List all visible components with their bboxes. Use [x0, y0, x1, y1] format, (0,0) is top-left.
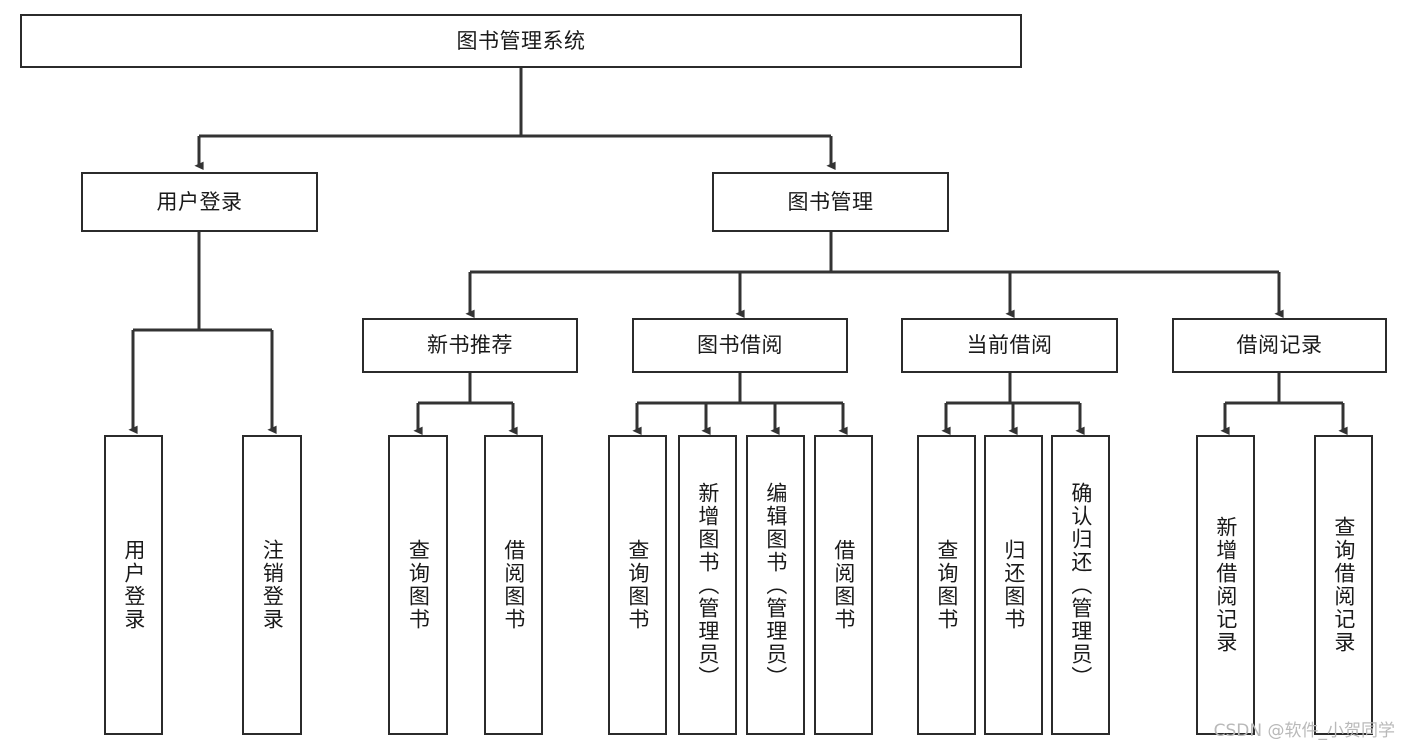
node-leaf-query-book-2[interactable]: 查询图书 [608, 435, 667, 735]
node-label: 图书管理 [787, 189, 874, 214]
node-label: 图书管理系统 [456, 28, 586, 53]
watermark-text: CSDN @软件_小贺同学 [1213, 721, 1395, 741]
node-label: 用户登录 [121, 539, 146, 631]
node-label: 图书借阅 [697, 333, 783, 358]
node-label: 注销登录 [260, 539, 285, 631]
node-label: 归还图书 [1001, 539, 1026, 631]
node-label: 新增图书（管理员） [695, 481, 720, 689]
node-leaf-borrow-book-2[interactable]: 借阅图书 [814, 435, 873, 735]
node-leaf-return-book[interactable]: 归还图书 [984, 435, 1043, 735]
node-label: 借阅图书 [831, 539, 856, 631]
node-leaf-logout[interactable]: 注销登录 [242, 435, 302, 735]
node-label: 借阅记录 [1236, 333, 1323, 358]
node-leaf-add-book-admin[interactable]: 新增图书（管理员） [678, 435, 737, 735]
node-user-login[interactable]: 用户登录 [81, 172, 318, 232]
node-leaf-add-record[interactable]: 新增借阅记录 [1196, 435, 1255, 735]
node-current-borrow[interactable]: 当前借阅 [901, 318, 1118, 373]
node-label: 查询图书 [406, 539, 431, 631]
node-leaf-edit-book-admin[interactable]: 编辑图书（管理员） [746, 435, 805, 735]
node-new-book-recommend[interactable]: 新书推荐 [362, 318, 578, 373]
node-book-borrow[interactable]: 图书借阅 [632, 318, 848, 373]
node-leaf-borrow-book-1[interactable]: 借阅图书 [484, 435, 543, 735]
node-leaf-query-record[interactable]: 查询借阅记录 [1314, 435, 1373, 735]
node-label: 查询图书 [934, 539, 959, 631]
node-leaf-query-book-1[interactable]: 查询图书 [388, 435, 448, 735]
node-label: 确认归还（管理员） [1068, 481, 1093, 689]
node-root-system[interactable]: 图书管理系统 [20, 14, 1022, 68]
node-label: 新书推荐 [427, 333, 513, 358]
node-label: 用户登录 [156, 189, 243, 214]
node-label: 借阅图书 [501, 539, 526, 631]
node-borrow-record[interactable]: 借阅记录 [1172, 318, 1387, 373]
node-book-manage[interactable]: 图书管理 [712, 172, 949, 232]
node-leaf-confirm-return-admin[interactable]: 确认归还（管理员） [1051, 435, 1110, 735]
node-label: 查询图书 [625, 539, 650, 631]
node-label: 查询借阅记录 [1331, 516, 1356, 654]
node-leaf-query-book-3[interactable]: 查询图书 [917, 435, 976, 735]
node-leaf-user-login[interactable]: 用户登录 [104, 435, 163, 735]
node-label: 编辑图书（管理员） [763, 481, 788, 689]
node-label: 新增借阅记录 [1213, 516, 1238, 654]
node-label: 当前借阅 [966, 333, 1053, 358]
